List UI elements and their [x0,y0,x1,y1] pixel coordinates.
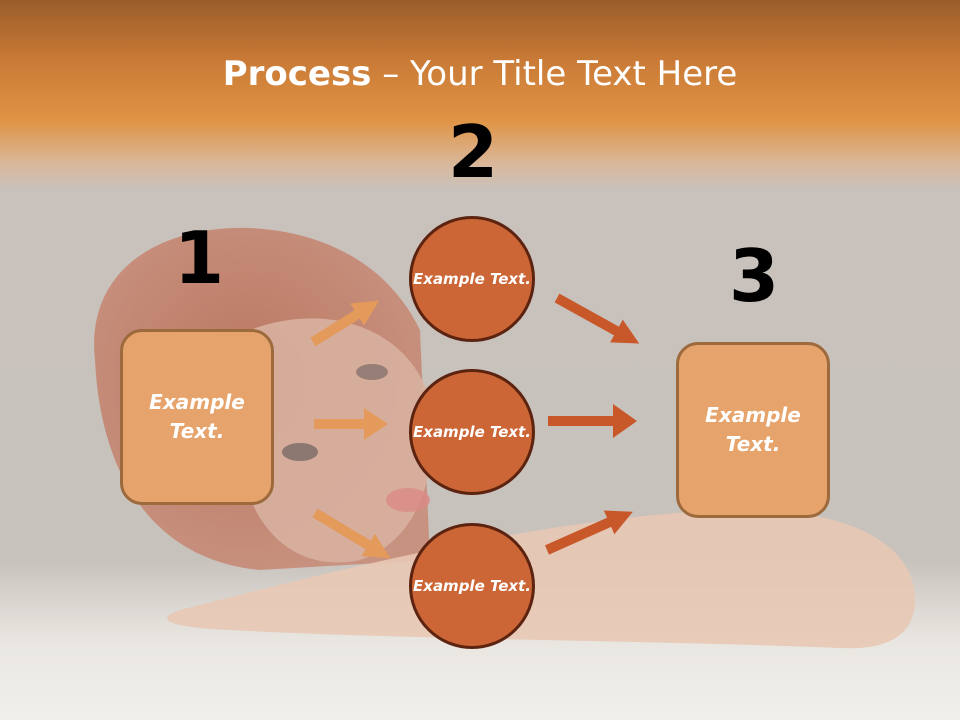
step-3-number: 3 [728,234,780,318]
step-2-circle-1-text: Example Text. [413,269,531,288]
step-2-circle-1: Example Text. [409,216,535,342]
step-1-text: Example Text. [149,390,245,443]
title-rest: – Your Title Text Here [371,54,738,94]
step-2-circle-2: Example Text. [409,369,535,495]
arrow-to-circle-3 [312,508,391,559]
arrow-from-circle-2 [548,404,637,438]
arrow-to-circle-1 [310,300,380,347]
step-1-number: 1 [173,216,225,300]
step-2-circle-3: Example Text. [409,523,535,649]
step-1-box: Example Text. [120,329,274,505]
step-3-text: Example Text. [705,403,801,456]
step-2-circle-3-text: Example Text. [413,576,531,595]
step-3-box: Example Text. [676,342,830,518]
arrow-to-circle-2 [314,408,388,440]
step-2-number: 2 [447,110,499,194]
step-2-circle-2-text: Example Text. [413,422,531,441]
slide-title: Process – Your Title Text Here [0,52,960,96]
title-bold: Process [222,54,372,94]
arrow-from-circle-1 [554,293,640,344]
arrow-from-circle-3 [544,510,633,555]
